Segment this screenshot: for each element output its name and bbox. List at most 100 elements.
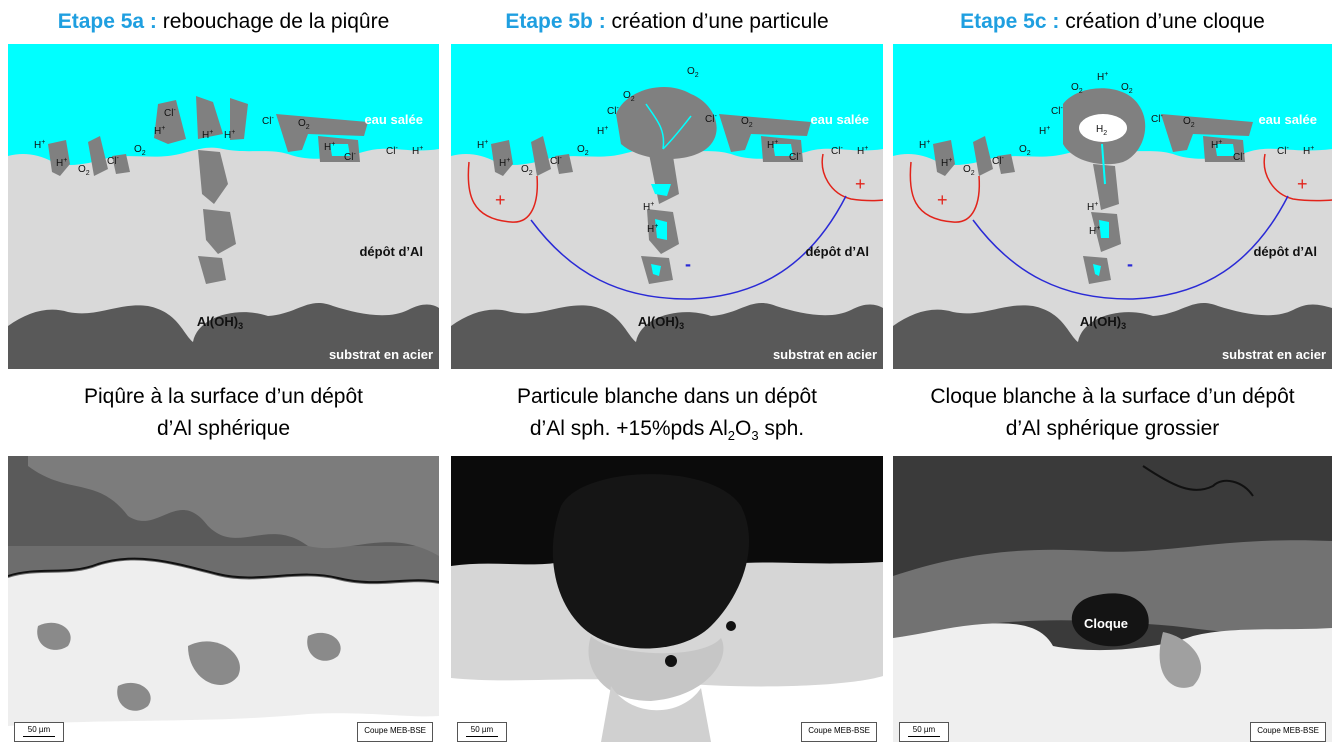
ion-cl-minus: Cl- xyxy=(344,151,356,163)
ion-cl-minus: Cl- xyxy=(1233,151,1245,163)
step-5b-label: Etape 5b : xyxy=(505,10,606,33)
ion-h-plus: H+ xyxy=(597,125,608,137)
substrate-label: substrat en acier xyxy=(329,347,433,362)
substrate-label: substrat en acier xyxy=(773,347,877,362)
cathode-boundary xyxy=(972,195,1289,300)
scale-bar: 50 µm xyxy=(14,722,64,742)
ion-cl-minus: Cl- xyxy=(386,145,398,157)
caption-line-2: d’Al sphérique grossier xyxy=(1005,417,1220,440)
blister-h2 xyxy=(1079,114,1127,142)
ion-o2: O2 xyxy=(963,164,975,177)
water-label: eau salée xyxy=(1258,112,1317,127)
ion-h-plus: H+ xyxy=(857,145,868,157)
ion-h-plus: H+ xyxy=(643,201,654,213)
diagram-5c: H2 + + - Al(OH)3 eau salée dépôt d’Al su… xyxy=(893,44,1332,369)
cathode-minus: - xyxy=(685,254,691,274)
ion-o2: O2 xyxy=(1019,144,1031,157)
step-5b-title: Etape 5b : création d’une particule xyxy=(451,7,883,37)
deposit-label: dépôt d’Al xyxy=(359,244,423,259)
ion-h-plus: H+ xyxy=(1303,145,1314,157)
product-label: Al(OH)3 xyxy=(1080,314,1126,331)
product-label: Al(OH)3 xyxy=(638,314,684,331)
micrograph-blister: Cloque 50 µm Coupe MEB-BSE xyxy=(893,456,1332,742)
ion-o2: O2 xyxy=(741,116,753,129)
ion-o2: O2 xyxy=(1071,82,1083,95)
water-label: eau salée xyxy=(810,112,869,127)
ion-cl-minus: Cl- xyxy=(164,107,176,119)
ion-cl-minus: Cl- xyxy=(1051,105,1063,117)
ion-h-plus: H+ xyxy=(941,157,952,169)
anode-boundary xyxy=(909,161,981,223)
ion-h-plus: H+ xyxy=(56,157,67,169)
steel-substrate xyxy=(451,302,883,369)
ion-cl-minus: Cl- xyxy=(789,151,801,163)
ion-o2: O2 xyxy=(1121,82,1133,95)
product-label: Al(OH)3 xyxy=(197,314,243,331)
step-5a-title: Etape 5a : rebouchage de la piqûre xyxy=(8,7,439,37)
blister-label: Cloque xyxy=(1084,616,1128,631)
ion-cl-minus: Cl- xyxy=(262,115,274,127)
caption-line-1: Particule blanche dans un dépôt xyxy=(516,385,818,408)
steel-substrate xyxy=(893,302,1332,369)
ion-cl-minus: Cl- xyxy=(1151,113,1163,125)
ion-cl-minus: Cl- xyxy=(607,105,619,117)
salt-water-region xyxy=(8,44,439,165)
ion-cl-minus: Cl- xyxy=(705,113,717,125)
ion-h-plus: H+ xyxy=(1211,139,1222,151)
step-5c-title: Etape 5c : création d’une cloque xyxy=(893,7,1332,37)
ion-o2: O2 xyxy=(577,144,589,157)
ion-h-plus: H+ xyxy=(34,139,45,151)
ion-o2: O2 xyxy=(521,164,533,177)
caption-line-2: d’Al sphérique xyxy=(156,417,291,440)
caption-particle: Particule blanche dans un dépôt d’Al sph… xyxy=(451,381,883,452)
method-label: Coupe MEB-BSE xyxy=(1250,722,1326,742)
substrate-label: substrat en acier xyxy=(1222,347,1326,362)
step-5a-label: Etape 5a : xyxy=(57,10,157,33)
diagram-5a: Al(OH)3 eau salée dépôt d’Al substrat en… xyxy=(8,44,439,369)
steel-substrate xyxy=(8,302,439,369)
ion-cl-minus: Cl- xyxy=(1277,145,1289,157)
ion-h-plus: H+ xyxy=(1089,225,1100,237)
ion-h-plus: H+ xyxy=(477,139,488,151)
step-5a-text: rebouchage de la piqûre xyxy=(156,10,390,33)
ion-h-plus: H+ xyxy=(1087,201,1098,213)
ion-h-plus: H+ xyxy=(412,145,423,157)
ion-h-plus: H+ xyxy=(767,139,778,151)
cathode-minus: - xyxy=(1127,254,1133,274)
micrograph-pit: 50 µm Coupe MEB-BSE xyxy=(8,456,439,742)
ion-h-plus: H+ xyxy=(224,129,235,141)
anode-boundary xyxy=(821,153,883,202)
ion-h-plus: H+ xyxy=(1039,125,1050,137)
caption-pit: Piqûre à la surface d’un dépôt d’Al sphé… xyxy=(8,381,439,445)
ion-o2: O2 xyxy=(78,164,90,177)
scale-bar: 50 µm xyxy=(899,722,949,742)
anode-boundary xyxy=(1263,153,1332,202)
method-label: Coupe MEB-BSE xyxy=(357,722,433,742)
micrograph-particle: 50 µm Coupe MEB-BSE xyxy=(451,456,883,742)
ion-o2: O2 xyxy=(298,118,310,131)
caption-line-1: Piqûre à la surface d’un dépôt xyxy=(83,385,364,408)
step-5c-text: création d’une cloque xyxy=(1059,10,1265,33)
ion-o2: O2 xyxy=(623,90,635,103)
ion-o2: O2 xyxy=(1183,116,1195,129)
scale-bar: 50 µm xyxy=(457,722,507,742)
ion-h-plus: H+ xyxy=(1097,71,1108,83)
caption-line-1: Cloque blanche à la surface d’un dépôt xyxy=(930,385,1295,408)
diagram-5b: + + - Al(OH)3 eau salée dépôt d’Al subst… xyxy=(451,44,883,369)
ion-cl-minus: Cl- xyxy=(992,155,1004,167)
ion-h-plus: H+ xyxy=(324,141,335,153)
white-particle xyxy=(616,86,717,160)
step-5b-text: création d’une particule xyxy=(605,10,829,33)
step-5c-label: Etape 5c : xyxy=(960,10,1060,33)
ion-o2: O2 xyxy=(687,66,699,79)
anode-plus: + xyxy=(855,174,866,194)
ion-cl-minus: Cl- xyxy=(107,155,119,167)
anode-plus: + xyxy=(937,190,948,210)
h2-label: H2 xyxy=(1096,124,1107,137)
anode-boundary xyxy=(467,161,539,223)
anode-plus: + xyxy=(1297,174,1308,194)
cathode-boundary xyxy=(530,195,847,300)
anode-plus: + xyxy=(495,190,506,210)
ion-h-plus: H+ xyxy=(154,125,165,137)
ion-h-plus: H+ xyxy=(202,129,213,141)
